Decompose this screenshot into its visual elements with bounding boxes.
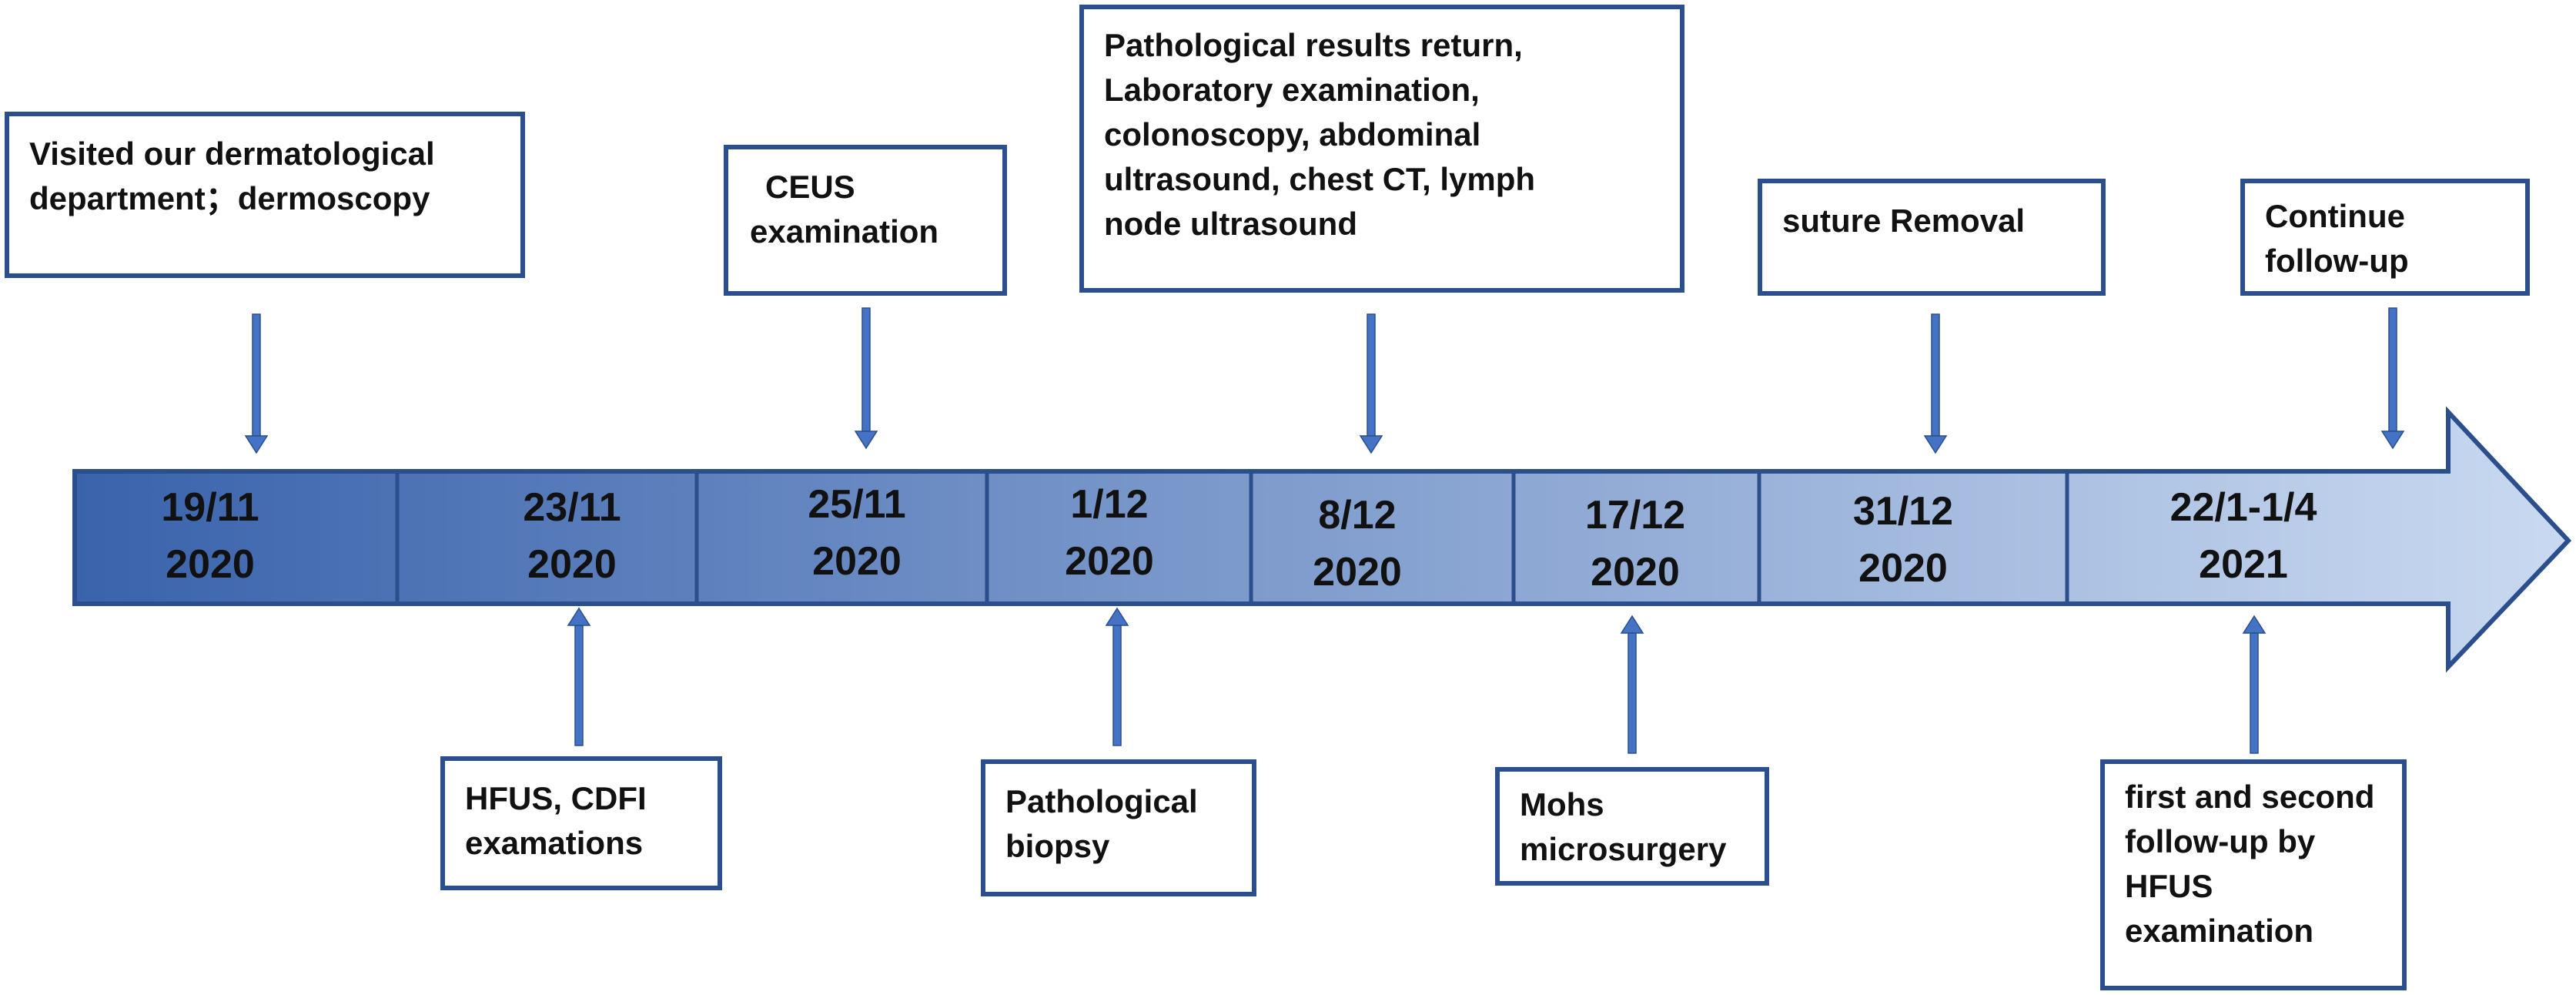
event-text-line: department；dermoscopy: [29, 180, 430, 216]
date-year: 2021: [2199, 542, 2288, 587]
connector-arrow: [2242, 615, 2267, 754]
event-box-hfus-cdfi: HFUS, CDFI examations: [440, 756, 722, 890]
connector-arrow: [244, 313, 269, 454]
event-text-line: Pathological: [1005, 783, 1198, 819]
event-text-line: examination: [750, 213, 939, 250]
date-year: 2020: [166, 542, 255, 587]
date-day: 31/12: [1852, 489, 1954, 534]
event-text-line: examations: [465, 825, 644, 861]
connector-arrow: [1105, 607, 1129, 746]
event-text-line: CEUS: [765, 169, 855, 205]
event-text-line: Mohs: [1520, 786, 1604, 822]
connector-arrow: [567, 607, 591, 746]
date-year: 2020: [812, 539, 902, 584]
date-day: 17/12: [1584, 493, 1686, 538]
date-label-4: 1/12 2020: [1009, 476, 1209, 590]
event-text-line: Continue: [2265, 198, 2405, 234]
event-text-line: biopsy: [1005, 828, 1110, 864]
connector-arrow: [1923, 313, 1948, 454]
event-text-line: follow-up by: [2125, 823, 2316, 859]
event-text-line: ultrasound, chest CT, lymph: [1104, 161, 1536, 197]
date-day: 19/11: [161, 485, 259, 530]
date-day: 8/12: [1318, 493, 1397, 538]
connector-arrow: [854, 307, 878, 450]
event-text-line: Laboratory examination,: [1104, 72, 1480, 108]
event-text-line: microsurgery: [1520, 831, 1727, 867]
date-year: 2020: [1858, 546, 1948, 591]
date-year: 2020: [1591, 550, 1680, 595]
date-label-2: 23/11 2020: [472, 479, 672, 593]
connector-arrow: [2380, 307, 2405, 450]
event-connectors: [244, 307, 2405, 754]
event-text-line: follow-up: [2265, 243, 2409, 279]
connector-arrow: [1620, 615, 1644, 754]
event-text-line: first and second: [2125, 779, 2375, 815]
date-year: 2020: [1065, 539, 1154, 584]
date-day: 23/11: [523, 485, 621, 530]
date-label-8: 22/1-1/4 2021: [2113, 479, 2374, 593]
event-text-line: Visited our dermatological: [29, 136, 435, 172]
event-text-line: suture Removal: [1782, 203, 2026, 239]
date-label-1: 19/11 2020: [110, 479, 310, 593]
date-year: 2020: [1313, 550, 1402, 595]
date-day: 1/12: [1070, 482, 1149, 527]
event-text-line: HFUS: [2125, 868, 2213, 904]
date-label-7: 31/12 2020: [1803, 483, 2003, 597]
event-box-dermoscopy: Visited our dermatological department；de…: [5, 112, 525, 278]
date-label-3: 25/11 2020: [757, 476, 957, 590]
date-day: 22/1-1/4: [2170, 485, 2317, 530]
event-text-line: colonoscopy, abdominal: [1104, 116, 1481, 152]
date-label-5: 8/12 2020: [1257, 487, 1457, 601]
event-box-pathological-biopsy: Pathological biopsy: [981, 759, 1256, 896]
date-label-6: 17/12 2020: [1535, 487, 1735, 601]
event-box-ceus: CEUS examination: [724, 145, 1007, 296]
event-box-hfus-followup: first and second follow-up by HFUS exami…: [2100, 759, 2407, 990]
event-text-line: HFUS, CDFI: [465, 780, 647, 816]
event-box-pathological-results: Pathological results return, Laboratory …: [1079, 5, 1684, 293]
event-text-line: node ultrasound: [1104, 206, 1357, 242]
connector-arrow: [1359, 313, 1383, 454]
date-year: 2020: [527, 542, 617, 587]
event-box-continue-followup: Continue follow-up: [2240, 179, 2530, 296]
date-day: 25/11: [808, 482, 906, 527]
event-text-line: Pathological results return,: [1104, 27, 1523, 63]
event-box-mohs: Mohs microsurgery: [1495, 767, 1769, 886]
event-box-suture-removal: suture Removal: [1758, 179, 2106, 296]
segment-dividers: [395, 471, 2069, 604]
event-text-line: examination: [2125, 913, 2314, 949]
